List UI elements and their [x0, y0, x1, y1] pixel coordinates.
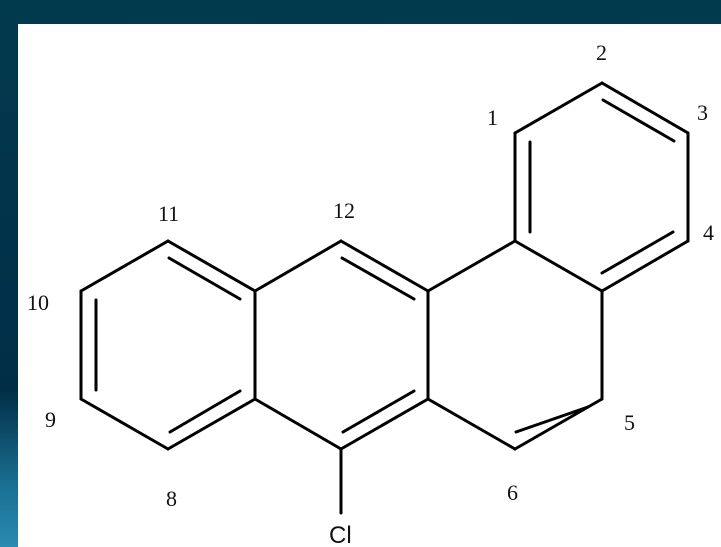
- frame-glow: [0, 390, 18, 547]
- bond: [513, 81, 604, 135]
- locant-12: 12: [333, 198, 355, 223]
- bond: [600, 239, 690, 293]
- bond: [426, 397, 517, 451]
- locant-11: 11: [158, 201, 179, 226]
- bond: [600, 81, 690, 135]
- locant-5: 5: [624, 410, 635, 435]
- inner-bond: [514, 405, 590, 434]
- locant-3: 3: [697, 100, 708, 125]
- locant-6: 6: [507, 480, 518, 505]
- bond: [79, 239, 170, 293]
- inner-bond: [167, 256, 242, 301]
- bond: [513, 239, 604, 293]
- diagram-panel: [18, 24, 721, 547]
- bond: [426, 239, 517, 293]
- chlorine-label: Cl: [329, 522, 352, 547]
- inner-bond: [341, 389, 416, 434]
- bond: [339, 397, 430, 451]
- bond: [253, 239, 343, 293]
- inner-bond: [601, 98, 676, 143]
- bond: [166, 397, 257, 451]
- locant-2: 2: [596, 40, 607, 65]
- locant-8: 8: [166, 486, 177, 511]
- inner-bond: [340, 256, 416, 301]
- inner-bond: [600, 230, 675, 275]
- locant-4: 4: [703, 220, 714, 245]
- bond: [79, 397, 170, 451]
- locant-10: 10: [27, 290, 49, 315]
- inner-bond: [168, 389, 242, 434]
- locant-9: 9: [45, 407, 56, 432]
- bond: [166, 239, 257, 293]
- bond: [339, 239, 430, 293]
- locant-1: 1: [487, 105, 498, 130]
- bond: [253, 397, 343, 451]
